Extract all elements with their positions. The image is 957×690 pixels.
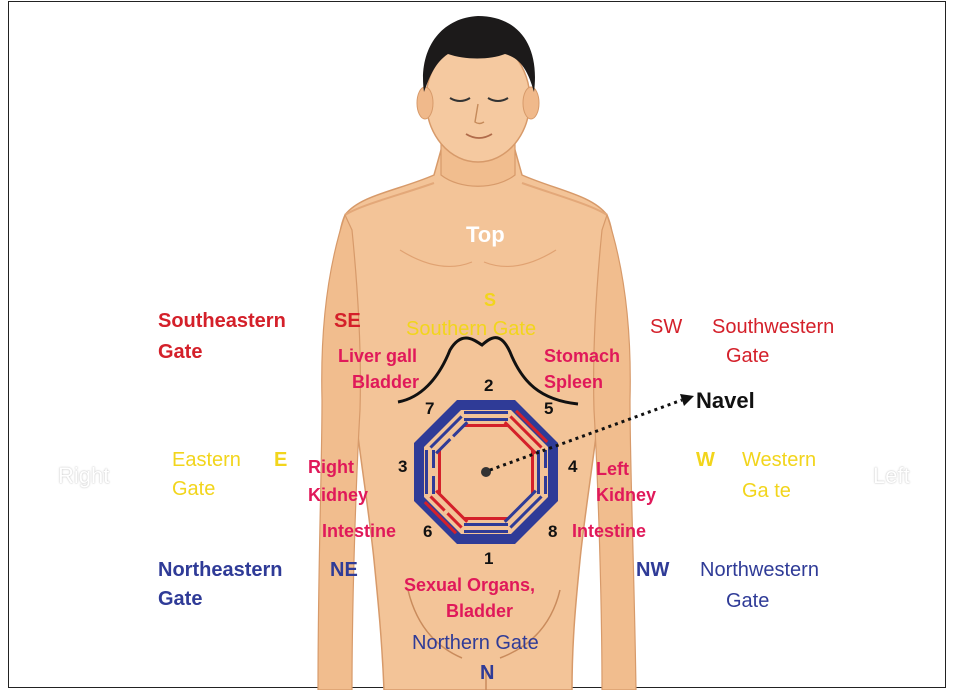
southern-gate-label: Southern Gate <box>406 318 536 341</box>
organ-right-kidney: Right <box>308 457 354 478</box>
right-side-label: Right <box>58 463 109 488</box>
arm-left <box>594 215 636 690</box>
number-7: 7 <box>425 399 434 419</box>
northeastern-gate-label: Northeastern <box>158 559 282 582</box>
number-5: 5 <box>544 399 553 419</box>
sw-code: SW <box>650 316 682 339</box>
ne-code: NE <box>330 559 358 582</box>
northeastern-gate-label-line2: Gate <box>158 588 202 611</box>
ear-left <box>417 87 433 119</box>
e-code: E <box>274 449 287 472</box>
western-gate-label: Western <box>742 449 816 472</box>
number-4: 4 <box>568 457 577 477</box>
top-label: Top <box>466 222 505 247</box>
number-6: 6 <box>423 522 432 542</box>
southeastern-gate-label-line2: Gate <box>158 341 202 364</box>
organ-sexual-organs: Sexual Organs, <box>404 575 535 596</box>
organ-spleen: Spleen <box>544 372 603 393</box>
arm-right <box>318 215 360 690</box>
se-code: SE <box>334 310 361 333</box>
south-letter: S <box>484 290 496 311</box>
northwestern-gate-label-line2: Gate <box>726 590 769 613</box>
number-8: 8 <box>548 522 557 542</box>
w-code: W <box>696 449 715 472</box>
number-2: 2 <box>484 376 493 396</box>
organ-left-kidney: Left <box>596 459 629 480</box>
organ-bladder-upper: Bladder <box>352 372 419 393</box>
navel-arrowhead <box>680 394 694 406</box>
left-side-label: Left <box>873 463 910 488</box>
nw-code: NW <box>636 559 669 582</box>
organ-bladder-lower: Bladder <box>446 601 513 622</box>
western-gate-label-line2: Ga te <box>742 480 791 503</box>
northwestern-gate-label: Northwestern <box>700 559 819 582</box>
navel-dot <box>481 467 491 477</box>
northern-gate-label: Northern Gate <box>412 632 539 655</box>
southwestern-gate-label: Southwestern <box>712 316 834 339</box>
organ-intestine-left-side: Intestine <box>572 521 646 542</box>
organ-right-kidney-line2: Kidney <box>308 485 368 506</box>
bagua-octagon <box>414 400 558 544</box>
southeastern-gate-label: Southeastern <box>158 310 286 333</box>
organ-left-kidney-line2: Kidney <box>596 485 656 506</box>
southwestern-gate-label-line2: Gate <box>726 345 769 368</box>
navel-label: Navel <box>696 388 755 413</box>
organ-intestine-right-side: Intestine <box>322 521 396 542</box>
eastern-gate-label: Eastern <box>172 449 241 472</box>
organ-stomach: Stomach <box>544 346 620 367</box>
number-1: 1 <box>484 549 493 569</box>
number-3: 3 <box>398 457 407 477</box>
organ-liver-gall: Liver gall <box>338 346 417 367</box>
eastern-gate-label-line2: Gate <box>172 478 215 501</box>
north-letter: N <box>480 662 494 685</box>
ear-right <box>523 87 539 119</box>
